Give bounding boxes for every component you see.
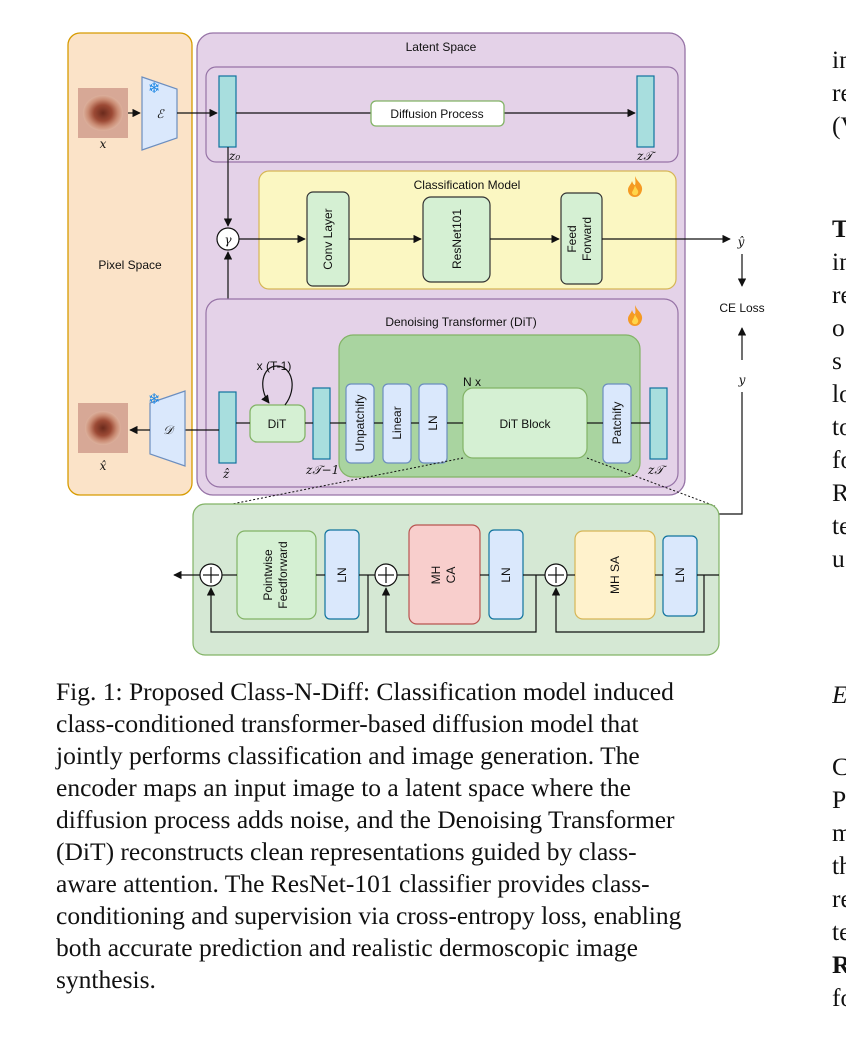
- fragment-text: R: [832, 950, 846, 979]
- dit-block-label: DiT Block: [499, 417, 551, 431]
- yhat-label: ŷ: [737, 235, 745, 249]
- plus-node-3: [544, 563, 568, 587]
- fragment-text: lo: [832, 379, 846, 408]
- fragment-text: te: [832, 917, 846, 946]
- pixel-space-label: Pixel Space: [98, 258, 162, 272]
- encoder-symbol: ℰ: [156, 107, 165, 121]
- latent-space-label: Latent Space: [406, 40, 477, 54]
- ln-label-dit: LN: [426, 415, 440, 430]
- fire-icon-dit: [628, 305, 643, 326]
- fragment-text: m: [832, 818, 846, 847]
- mh-ca-label-2: CA: [444, 567, 458, 584]
- diffusion-process-label: Diffusion Process: [390, 107, 483, 121]
- z0-label: z₀: [228, 149, 240, 163]
- snowflake-icon-decoder: ❄: [148, 390, 161, 408]
- caption-line: (DiT) reconstructs clean representations…: [56, 837, 637, 866]
- fire-icon-classification: [628, 176, 643, 197]
- zT-bottom-tensor: [649, 387, 668, 460]
- fragment-text: (V: [832, 111, 846, 140]
- input-lesion-image: [78, 88, 128, 138]
- pixel-space-panel: [67, 32, 193, 496]
- ln-label-2: LN: [499, 567, 513, 582]
- caption-line: both accurate prediction and realistic d…: [56, 933, 639, 962]
- plus-node-1: [199, 563, 223, 587]
- fragment-text: o: [832, 313, 845, 342]
- ln-label-1: LN: [335, 567, 349, 582]
- mh-sa-label: MH SA: [608, 556, 622, 594]
- zT-top-tensor: [636, 75, 655, 148]
- plus-node-2: [374, 563, 398, 587]
- n-x-label: N x: [463, 375, 481, 389]
- patchify-label: Patchify: [610, 402, 624, 445]
- denoising-transformer-label: Denoising Transformer (DiT): [385, 315, 536, 329]
- pointwise-label-1: Pointwise: [261, 549, 275, 601]
- resnet-label: ResNet101: [450, 209, 464, 269]
- zT-top-label: z𝒯: [636, 149, 656, 163]
- fragment-text: u: [832, 544, 845, 573]
- fragment-text: in: [832, 247, 846, 276]
- fragment-text: re: [832, 78, 846, 107]
- fragment-text: fo: [832, 445, 846, 474]
- mh-ca-label-1: MH: [429, 566, 443, 585]
- decoder-symbol: 𝒟: [163, 423, 175, 437]
- fragment-text: fo: [832, 983, 846, 1012]
- x-t-minus-1-label: x (T-1): [257, 359, 292, 373]
- zhat-tensor: [218, 391, 237, 464]
- caption-line: encoder maps an input image to a latent …: [56, 773, 631, 802]
- fragment-text: in: [832, 45, 846, 74]
- classification-model-label: Classification Model: [414, 178, 521, 192]
- x-label: x: [100, 137, 107, 151]
- ln-label-3: LN: [673, 567, 687, 582]
- linear-label: Linear: [390, 406, 404, 439]
- conv-layer-label: Conv Layer: [321, 208, 335, 269]
- encoder-trapezoid: [141, 76, 178, 151]
- pointwise-label-2: Feedforward: [276, 541, 290, 608]
- caption-line: aware attention. The ResNet-101 classifi…: [56, 869, 650, 898]
- feed-forward-label-1: Feed: [565, 225, 579, 252]
- fragment-text: T: [832, 214, 846, 243]
- zhat-label: ẑ: [222, 467, 230, 481]
- feed-forward-label-2: Forward: [580, 217, 594, 261]
- caption-line: conditioning and supervision via cross-e…: [56, 901, 682, 930]
- ln-box-3: [662, 535, 698, 617]
- caption-line: Fig. 1: Proposed Class-N-Diff: Classific…: [56, 677, 674, 706]
- unpatchify-label: Unpatchify: [353, 395, 367, 452]
- snowflake-icon-encoder: ❄: [148, 79, 161, 97]
- fragment-text: C: [832, 752, 846, 781]
- z0-tensor: [218, 75, 237, 148]
- zT-1-tensor: [312, 387, 331, 460]
- diffusion-process-box: [370, 100, 505, 127]
- zT-bottom-label: z𝒯: [647, 463, 667, 477]
- caption-line: jointly performs classification and imag…: [56, 741, 640, 770]
- fragment-text: R: [832, 478, 846, 507]
- figure-caption: Fig. 1: Proposed Class-N-Diff: Classific…: [56, 676, 794, 996]
- fragment-text: s: [832, 346, 842, 375]
- fragment-text: to: [832, 412, 846, 441]
- caption-line: synthesis.: [56, 965, 156, 994]
- zT-1-label: z𝒯−1: [305, 463, 339, 477]
- right-column-fragment: in re (V T in re o s lo to fo R te u E C…: [832, 0, 846, 1061]
- xhat-label: x̂: [100, 459, 107, 473]
- y-label: y: [738, 373, 746, 387]
- decoder-trapezoid: [149, 390, 186, 467]
- ce-loss-label: CE Loss: [719, 301, 764, 315]
- fragment-text: re: [832, 884, 846, 913]
- caption-line: diffusion process adds noise, and the De…: [56, 805, 675, 834]
- fragment-text: P: [832, 785, 846, 814]
- fragment-text: re: [832, 280, 846, 309]
- fragment-text: te: [832, 511, 846, 540]
- gamma-symbol: γ: [224, 233, 232, 247]
- architecture-diagram: Pixel Space Latent Space Diffusion Proce…: [67, 32, 765, 656]
- fragment-text: th: [832, 851, 846, 880]
- output-lesion-image: [78, 403, 128, 453]
- fragment-text: E: [832, 680, 846, 710]
- dit-small-label: DiT: [268, 417, 287, 431]
- caption-line: class-conditioned transformer-based diff…: [56, 709, 639, 738]
